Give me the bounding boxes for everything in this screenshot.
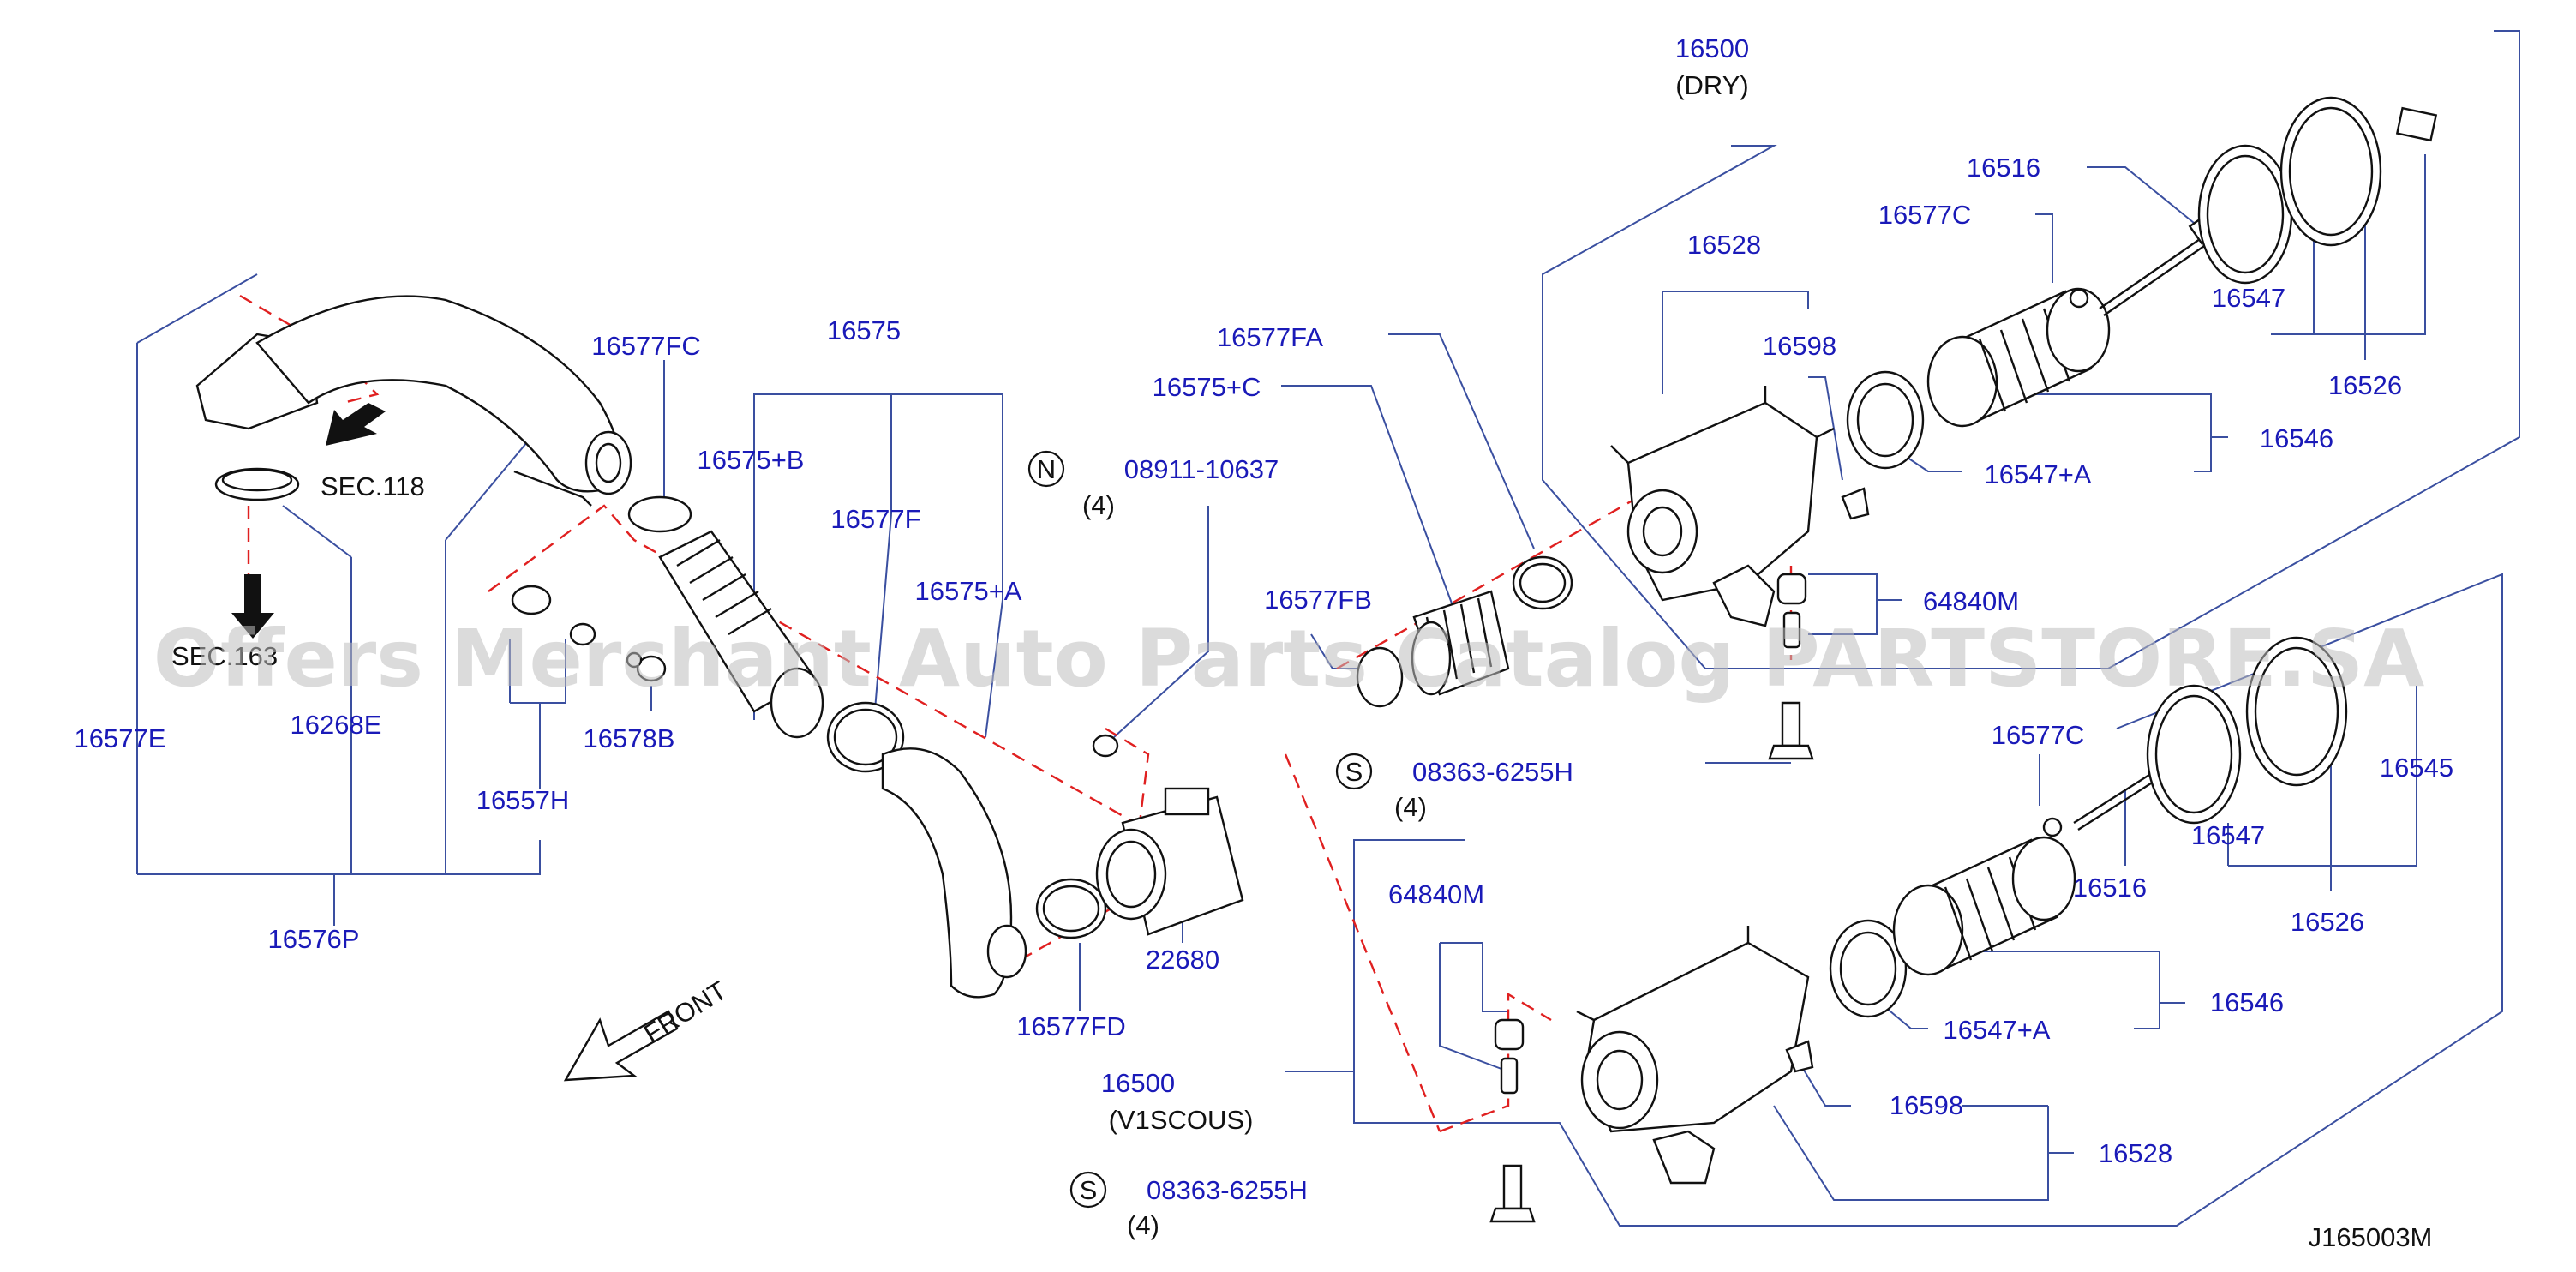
parts-sketches bbox=[195, 96, 2438, 1223]
part-label-16577FD: 16577FD bbox=[1016, 1011, 1126, 1041]
part-label-16576P: 16576P bbox=[268, 924, 360, 954]
part-label-16500-viscous: 16500 bbox=[1101, 1068, 1175, 1098]
part-label-16577E: 16577E bbox=[75, 723, 166, 753]
part-label-16528-top: 16528 bbox=[1687, 230, 1761, 260]
part-label-16578B: 16578B bbox=[584, 723, 675, 753]
labels: N S S 16500 (DRY) 16516 16577C 16528 165… bbox=[75, 33, 2454, 1252]
part-label-64840M-bottom: 64840M bbox=[1388, 879, 1484, 909]
screw-code-a: S bbox=[1345, 757, 1363, 787]
part-label-16546-top: 16546 bbox=[2260, 423, 2333, 453]
front-label: FRONT bbox=[638, 975, 732, 1049]
part-label-16575C: 16575+C bbox=[1153, 372, 1261, 402]
part-label-16547-bottom: 16547 bbox=[2191, 820, 2265, 850]
code-circles bbox=[1027, 450, 1373, 1209]
part-label-16546-bottom: 16546 bbox=[2210, 987, 2284, 1017]
part-label-16575B: 16575+B bbox=[698, 445, 805, 475]
part-label-16528-bottom: 16528 bbox=[2099, 1138, 2172, 1168]
part-label-16545: 16545 bbox=[2380, 753, 2453, 783]
part-label-16577FC: 16577FC bbox=[591, 331, 701, 361]
drawing-number: J165003M bbox=[2309, 1222, 2433, 1252]
label-viscous: (V1SCOUS) bbox=[1109, 1105, 1254, 1135]
part-label-16268E: 16268E bbox=[291, 710, 382, 740]
part-label-16575A: 16575+A bbox=[915, 576, 1022, 606]
part-label-64840M-top: 64840M bbox=[1923, 586, 2019, 616]
nut-code: N bbox=[1037, 454, 1056, 484]
part-label-16500-dry: 16500 bbox=[1675, 33, 1749, 63]
watermark: Offers Merchant Auto Parts Catalog PARTS… bbox=[153, 613, 2425, 705]
part-label-16577F: 16577F bbox=[830, 504, 920, 534]
part-label-16598-bottom: 16598 bbox=[1890, 1090, 1963, 1120]
leader-lines bbox=[136, 30, 2520, 1227]
part-label-16577C-top: 16577C bbox=[1878, 200, 1972, 230]
screw-qty-b: (4) bbox=[1127, 1210, 1159, 1240]
part-label-16547A-top: 16547+A bbox=[1985, 459, 2092, 489]
part-label-22680: 22680 bbox=[1146, 945, 1219, 975]
part-label-16598-top: 16598 bbox=[1763, 331, 1836, 361]
section-ref-sec118: SEC.118 bbox=[321, 471, 425, 501]
screw-qty-a: (4) bbox=[1394, 792, 1427, 822]
part-label-16516-top: 16516 bbox=[1967, 153, 2040, 183]
front-arrow-icon bbox=[563, 1010, 679, 1082]
nut-qty: (4) bbox=[1082, 490, 1115, 520]
part-label-16577FA: 16577FA bbox=[1217, 322, 1323, 352]
screw-part-number-b: 08363-6255H bbox=[1147, 1175, 1308, 1205]
part-label-16526-top: 16526 bbox=[2328, 370, 2402, 400]
part-label-16547-top: 16547 bbox=[2212, 283, 2285, 313]
part-label-16526-bottom: 16526 bbox=[2291, 907, 2364, 937]
screw-code-b: S bbox=[1080, 1175, 1098, 1205]
part-label-16577C-bottom: 16577C bbox=[1992, 720, 2085, 750]
label-dry: (DRY) bbox=[1675, 70, 1749, 100]
nut-part-number: 08911-10637 bbox=[1124, 454, 1279, 484]
part-label-16516-bottom: 16516 bbox=[2073, 873, 2147, 903]
part-label-16547A-bottom: 16547+A bbox=[1944, 1015, 2051, 1045]
sec118-arrow-icon bbox=[326, 403, 386, 446]
section-ref-sec163: SEC.163 bbox=[171, 641, 278, 671]
assembly-dashed-lines bbox=[239, 294, 1793, 1133]
screw-part-number-a: 08363-6255H bbox=[1412, 757, 1573, 787]
part-label-16557H: 16557H bbox=[476, 785, 570, 815]
sec163-arrow-icon bbox=[231, 574, 274, 639]
part-label-16575: 16575 bbox=[827, 315, 901, 345]
part-label-16577FB: 16577FB bbox=[1264, 585, 1372, 615]
